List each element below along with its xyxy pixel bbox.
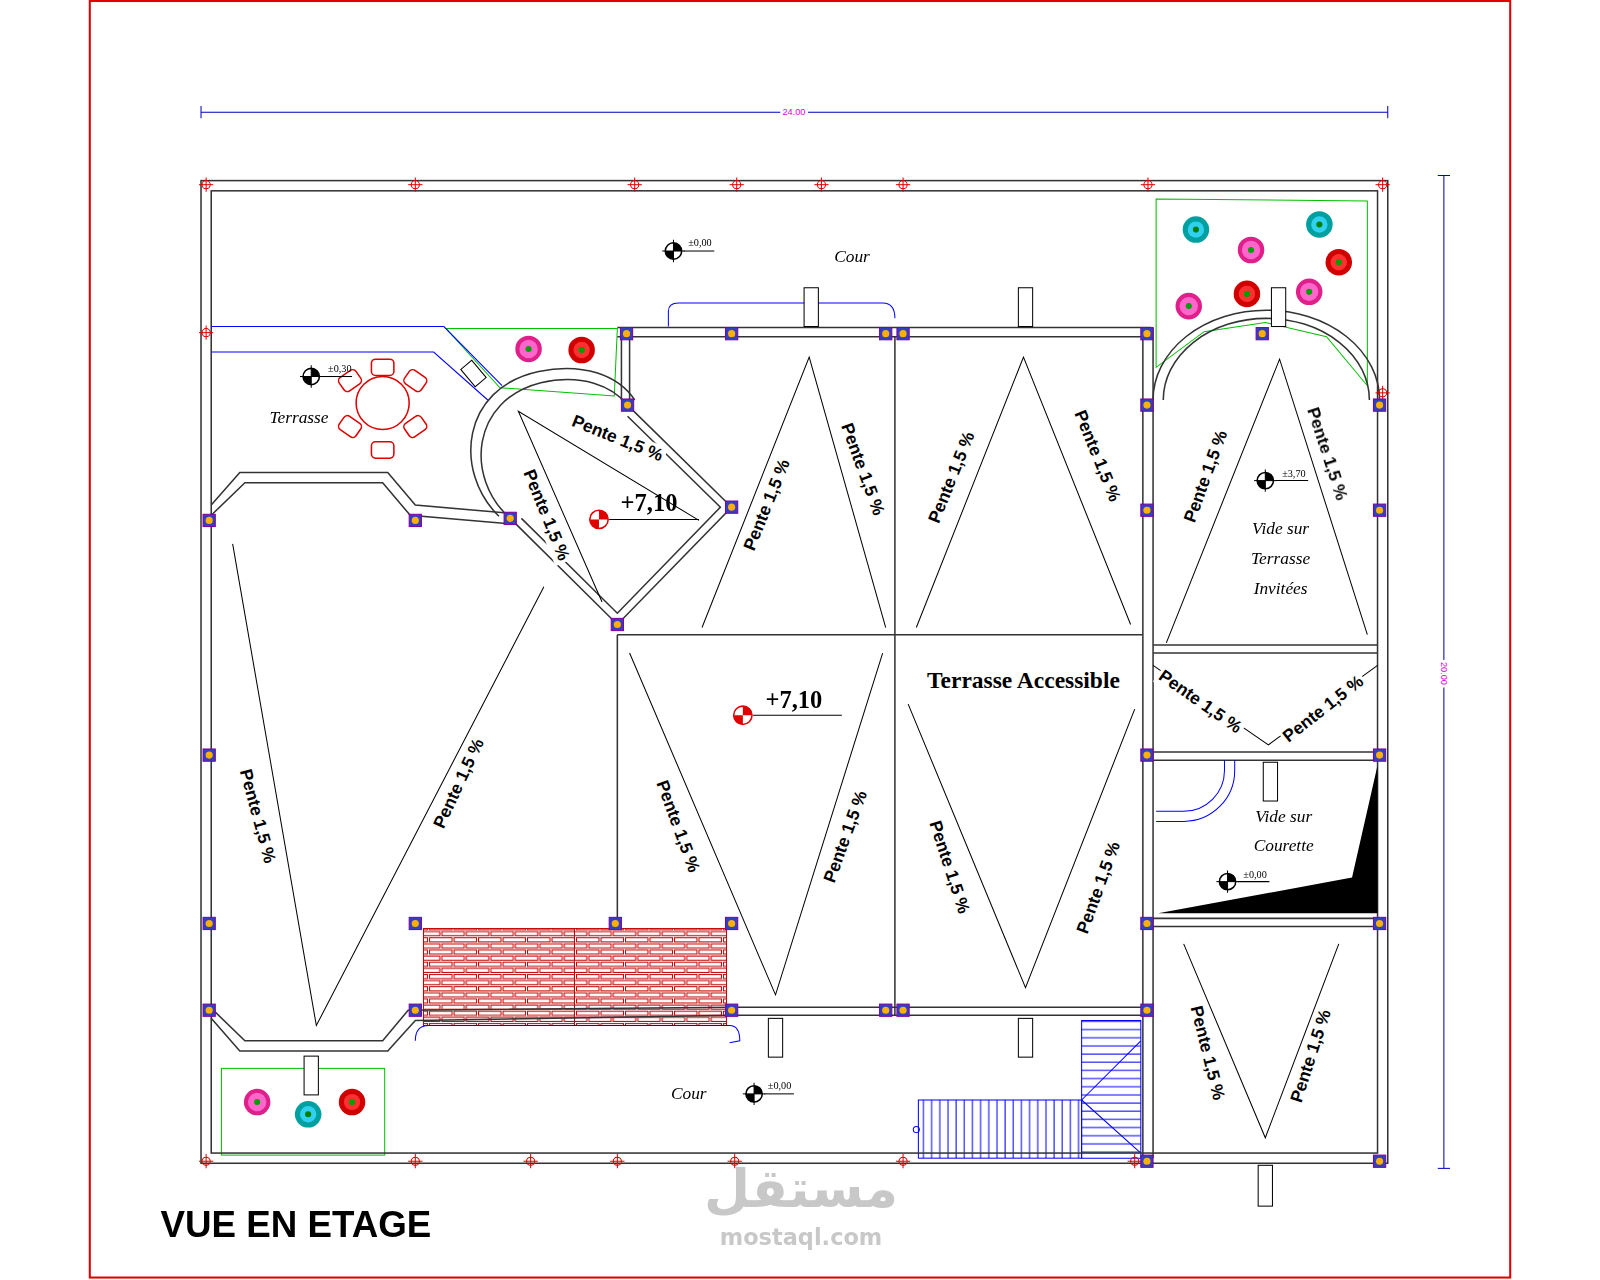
slope-label: Pente 1,5 %: [924, 816, 974, 918]
room-name: Terrasse Accessible: [925, 667, 1122, 694]
room-name: Cour: [669, 1084, 709, 1104]
watermark: مستقل: [702, 1158, 900, 1219]
slope-label: Pente 1,5 %: [651, 776, 705, 877]
slope-label: Pente 1,5 %: [429, 734, 490, 834]
room-name: Vide sur Courette: [1233, 802, 1334, 861]
slope-label: Pente 1,5 %: [234, 765, 280, 867]
drawing-title: VUE EN ETAGE: [158, 1203, 433, 1246]
slope-label: Pente 1,5 %: [518, 465, 575, 566]
slope-label: Pente 1,5 %: [819, 786, 873, 887]
slope-label: Pente 1,5 %: [1185, 1002, 1229, 1104]
slope-label: Pente 1,5 %: [1179, 426, 1233, 527]
room-name: Cour: [832, 247, 872, 267]
slope-label: Pente 1,5 %: [567, 410, 668, 467]
slope-label: Pente 1,5 %: [1286, 1005, 1336, 1107]
level-mark: +7,10: [619, 489, 680, 517]
dimension-label: 20.00: [1439, 660, 1449, 687]
watermark: mostaql.com: [718, 1225, 885, 1251]
slope-label: Pente 1,5 %: [739, 455, 796, 556]
level-mark: ±3,70: [1280, 468, 1308, 479]
room-name: Vide sur Terrasse Invitées: [1230, 515, 1331, 603]
room-name: Terrasse: [267, 408, 330, 428]
slope-label: Pente 1,5 %: [835, 419, 889, 520]
slope-label: Pente 1,5 %: [1301, 403, 1351, 505]
slope-label: Pente 1,5 %: [1278, 670, 1370, 748]
slope-label: Pente 1,5 %: [1153, 665, 1247, 739]
level-mark: ±0,30: [326, 363, 354, 374]
level-mark: ±0,00: [766, 1080, 794, 1091]
level-mark: +7,10: [763, 686, 824, 714]
slope-label: Pente 1,5 %: [1072, 837, 1126, 938]
slope-label: Pente 1,5 %: [924, 427, 981, 528]
level-mark: ±0,00: [1241, 869, 1269, 880]
dimension-label: 24.00: [780, 107, 807, 117]
level-mark: ±0,00: [686, 237, 714, 248]
